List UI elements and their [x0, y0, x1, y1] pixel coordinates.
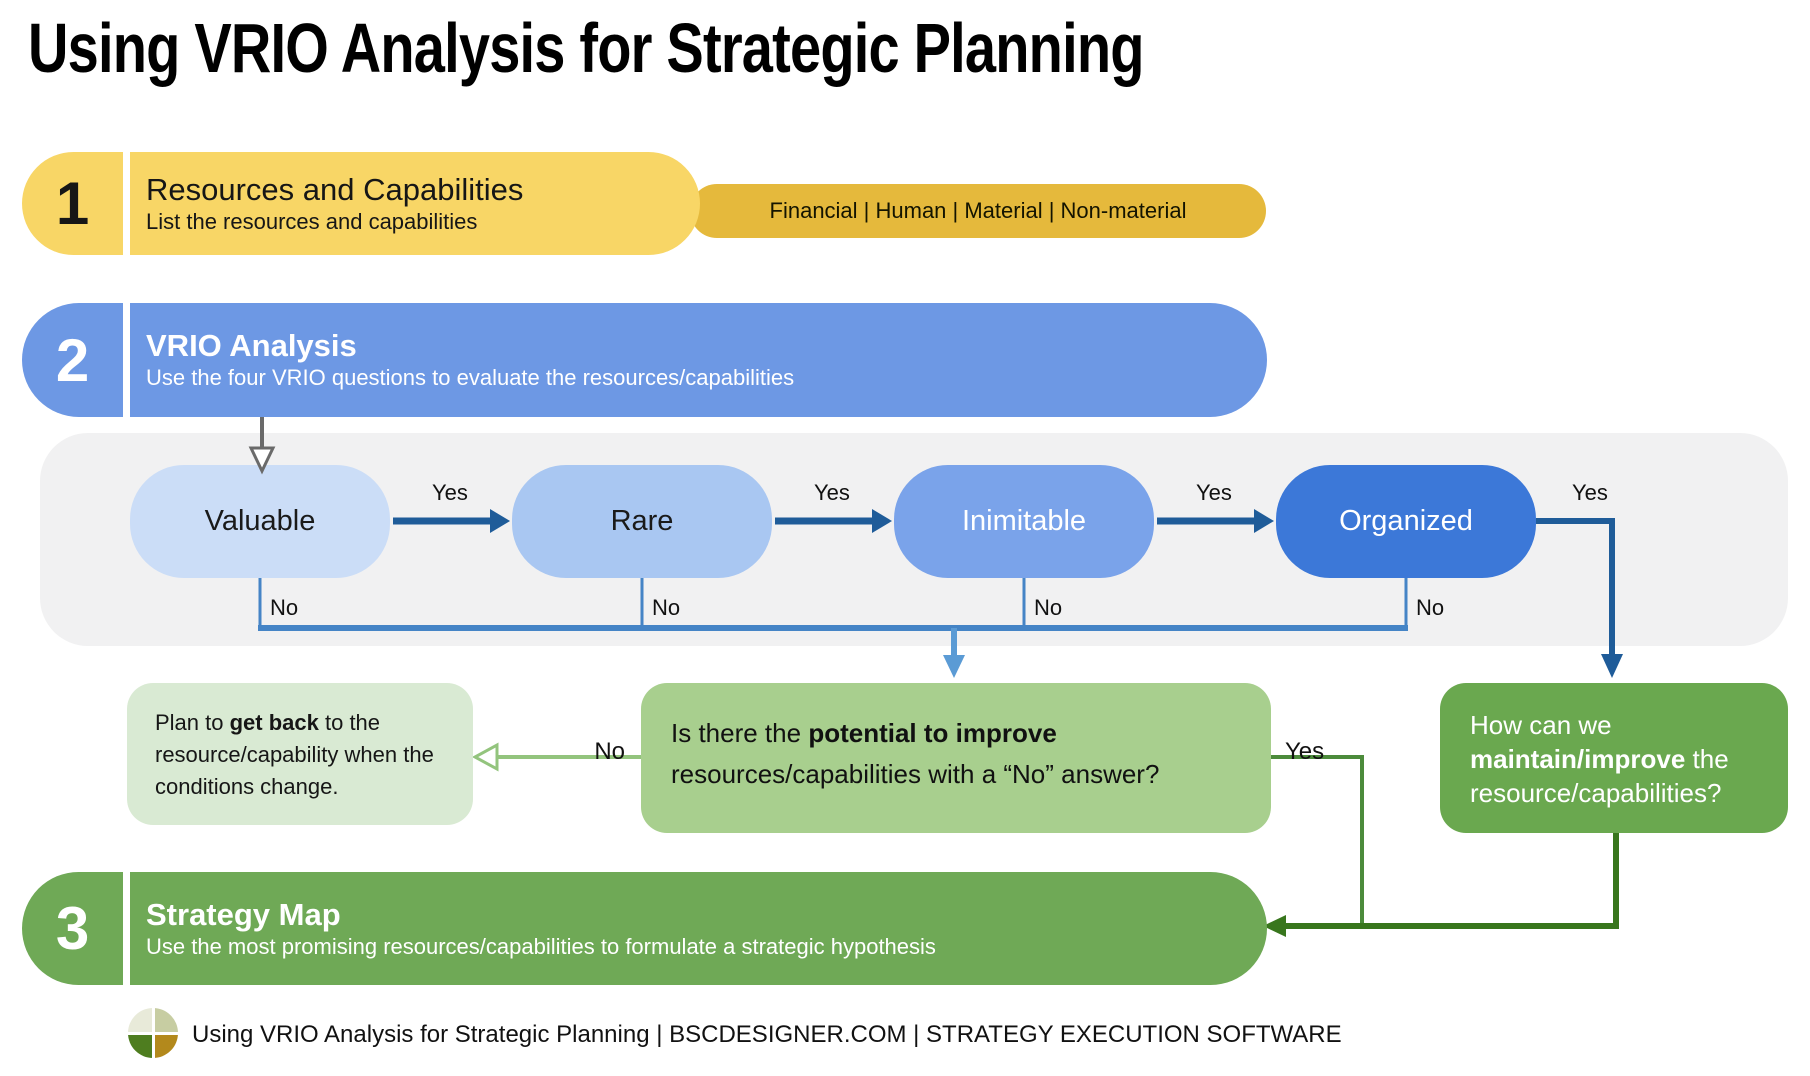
step-2-number-badge: 2	[22, 303, 123, 417]
step-3-title: Strategy Map	[146, 896, 341, 932]
resource-categories-pill: Financial | Human | Material | Non-mater…	[690, 184, 1266, 238]
step-1-subtitle: List the resources and capabilities	[146, 208, 478, 234]
no-label-valuable: No	[270, 595, 299, 620]
no-label-rare: No	[652, 595, 681, 620]
yes-label-rare: Yes	[814, 480, 850, 505]
path-improve-yes-to-strategy	[1271, 755, 1364, 924]
step-1-number-badge: 1	[22, 152, 123, 255]
step-2-bar: VRIO Analysis Use the four VRIO question…	[130, 303, 1267, 417]
vrio-node-valuable: Valuable	[130, 465, 390, 578]
step-2-title: VRIO Analysis	[146, 328, 357, 363]
step-3-subtitle: Use the most promising resources/capabil…	[146, 933, 936, 959]
step-2-subtitle: Use the four VRIO questions to evaluate …	[146, 365, 795, 390]
yes-label-valuable: Yes	[432, 480, 468, 505]
step-3-number-badge: 3	[22, 872, 123, 985]
yes-label-organized: Yes	[1572, 480, 1608, 505]
no-label-inimitable: No	[1034, 595, 1063, 620]
arrow-maintain-to-strategy	[1263, 833, 1619, 937]
vrio-node-inimitable: Inimitable	[894, 465, 1154, 578]
footer-credit: Using VRIO Analysis for Strategic Planni…	[192, 1021, 1342, 1048]
no-label-organized: No	[1416, 595, 1445, 620]
bsc-designer-logo-icon	[128, 1008, 178, 1058]
page-title: Using VRIO Analysis for Strategic Planni…	[28, 9, 1144, 87]
decision-fallback-box: Plan to get back to the resource/capabil…	[127, 683, 473, 825]
step-1-bar: Resources and Capabilities List the reso…	[130, 152, 700, 255]
step-1-title: Resources and Capabilities	[146, 171, 524, 207]
step-3-bar: Strategy Map Use the most promising reso…	[130, 872, 1267, 985]
decision-improve-box: Is there the potential to improve resour…	[641, 683, 1271, 833]
improve-yes-label: Yes	[1285, 738, 1325, 765]
vrio-node-rare: Rare	[512, 465, 772, 578]
vrio-node-organized: Organized	[1276, 465, 1536, 578]
decision-maintain-box: How can we maintain/improve the resource…	[1440, 683, 1788, 833]
yes-label-inimitable: Yes	[1196, 480, 1232, 505]
improve-no-label: No	[594, 738, 625, 765]
